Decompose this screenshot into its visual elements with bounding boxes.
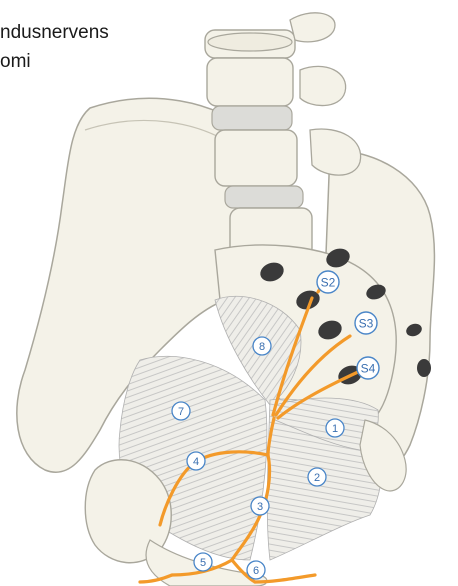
label-s2-text: S2: [321, 276, 336, 290]
label-1-text: 1: [332, 423, 338, 435]
label-s4-text: S4: [361, 362, 376, 376]
label-s3: S3: [355, 312, 377, 334]
label-s4: S4: [357, 357, 379, 379]
label-s3-text: S3: [359, 317, 374, 331]
label-5-text: 5: [200, 557, 206, 569]
label-4-text: 4: [193, 456, 199, 468]
label-s2: S2: [317, 271, 339, 293]
label-5: 5: [194, 553, 212, 571]
label-2: 2: [308, 468, 326, 486]
label-8: 8: [253, 337, 271, 355]
label-3-text: 3: [257, 501, 263, 513]
label-3: 3: [251, 497, 269, 515]
label-4: 4: [187, 452, 205, 470]
label-7: 7: [172, 402, 190, 420]
label-1: 1: [326, 419, 344, 437]
label-6: 6: [247, 561, 265, 579]
label-7-text: 7: [178, 406, 184, 418]
label-6-text: 6: [253, 565, 259, 577]
label-8-text: 8: [259, 341, 265, 353]
label-2-text: 2: [314, 472, 320, 484]
